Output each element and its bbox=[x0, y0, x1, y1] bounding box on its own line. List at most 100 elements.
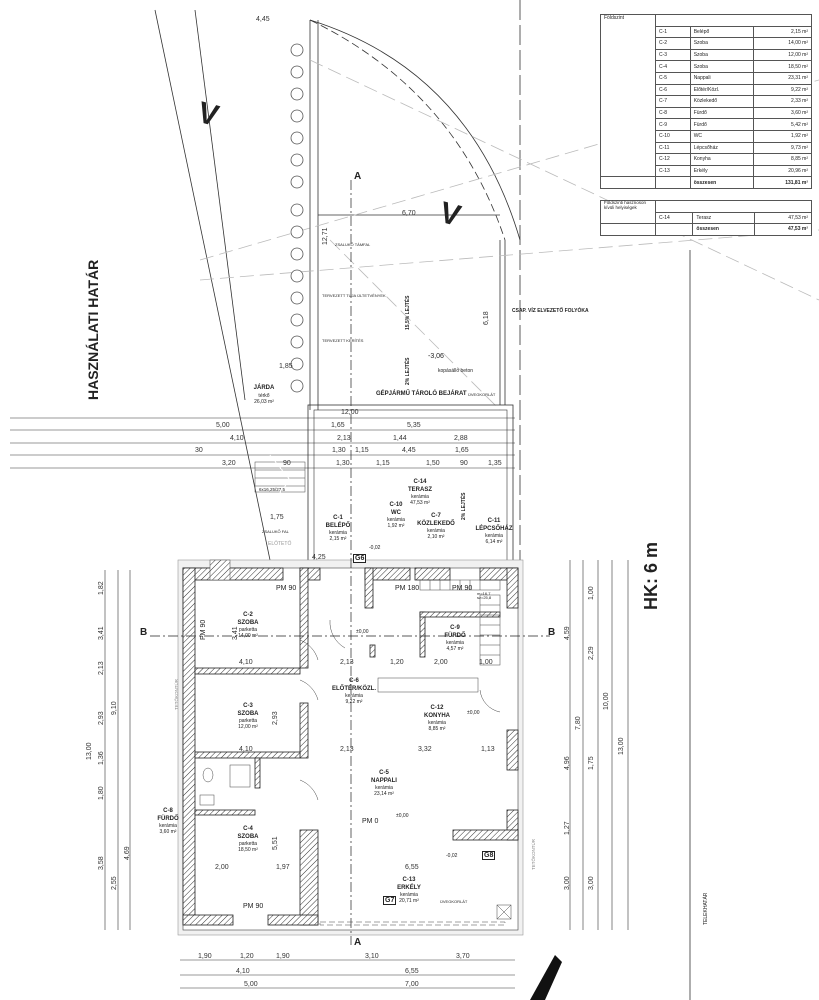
room-area: 3,60 m² bbox=[159, 829, 177, 836]
room-code: C-14 bbox=[654, 211, 694, 225]
dimension-text: 1,75 bbox=[270, 514, 284, 521]
total-value: 47,53 m² bbox=[754, 223, 812, 236]
dimension-text: 1,80 bbox=[98, 786, 105, 800]
canopy-label: ELŐTETŐ bbox=[268, 541, 292, 547]
dimension-text: 1,75 bbox=[588, 756, 595, 770]
room-name: Belépő bbox=[689, 25, 755, 39]
room-floor: kerámia bbox=[400, 892, 418, 898]
dimension-text: 1,85 bbox=[279, 363, 293, 370]
stairs-label: 6x16,25/27,5 bbox=[259, 487, 286, 492]
room-code: C-4 bbox=[655, 60, 691, 73]
plants-label: TERVEZETT TUJA ÜLTETVÉNYEK bbox=[322, 293, 386, 298]
dimension-text: 90 bbox=[283, 460, 291, 467]
dimension-text: 13,00 bbox=[86, 742, 93, 760]
dimension-text: 2,00 bbox=[215, 864, 229, 871]
room-name: WC bbox=[390, 509, 401, 516]
room-code: C-11 bbox=[655, 141, 691, 155]
dimension-text: 3,00 bbox=[564, 876, 571, 890]
dimension-text: 3,58 bbox=[98, 856, 105, 870]
room-name: WC bbox=[689, 129, 755, 143]
dimension-text: 2,93 bbox=[272, 711, 279, 725]
room-code: C-12 bbox=[655, 153, 691, 166]
room-area: 12,00 m² bbox=[238, 724, 258, 731]
dimension-text: 3,41 bbox=[98, 626, 105, 640]
dimension-text: 1,35 bbox=[488, 460, 502, 467]
dimension-text: 2,88 bbox=[454, 435, 468, 442]
dimension-text: 3,32 bbox=[418, 746, 432, 753]
dimension-text: 2,55 bbox=[111, 876, 118, 890]
dimension-text: 90 bbox=[460, 460, 468, 467]
room-name: Szoba bbox=[689, 48, 755, 62]
dimension-text: 3,00 bbox=[588, 876, 595, 890]
level-zero: ±0,00 bbox=[467, 710, 480, 716]
room-code: C-13 bbox=[402, 877, 416, 883]
dimension-text: 2,13 bbox=[340, 746, 354, 753]
dimension-text: 4,45 bbox=[256, 16, 270, 23]
dimension-text: 1,20 bbox=[390, 659, 404, 666]
room-code: C-13 bbox=[655, 164, 691, 178]
slope-label: 2% LEJTÉS bbox=[461, 492, 467, 520]
room-code: C-9 bbox=[450, 625, 460, 631]
level-balcony: -0,02 bbox=[446, 853, 458, 859]
room-code: C-2 bbox=[655, 37, 691, 50]
section-marker-b-left: B bbox=[140, 627, 148, 638]
dimension-text: 1,90 bbox=[276, 953, 290, 960]
fence-label: TERVEZETT KERÍTÉS bbox=[322, 338, 364, 343]
dimension-text: 1,30 bbox=[336, 460, 350, 467]
dimension-text: 1,00 bbox=[588, 586, 595, 600]
room-name: Szoba bbox=[689, 37, 755, 50]
dimension-text: 1,13 bbox=[481, 746, 495, 753]
room-area: 2,10 m² bbox=[427, 534, 445, 541]
room-area: 6,14 m² bbox=[485, 539, 503, 546]
dimension-text: 2,13 bbox=[340, 659, 354, 666]
dimension-text: 4,96 bbox=[564, 756, 571, 770]
room-area: 3,60 m² bbox=[753, 106, 812, 120]
room-code: C-12 bbox=[430, 705, 444, 711]
room-area: 20,96 m² bbox=[753, 164, 812, 178]
room-floor: kerámia bbox=[428, 720, 446, 726]
room-name: LÉPCSŐHÁZ bbox=[475, 525, 513, 532]
room-code: C-2 bbox=[243, 612, 253, 618]
total-label: összesen bbox=[689, 176, 755, 189]
room-area: 1,92 m² bbox=[387, 523, 405, 530]
room-floor: parketta bbox=[238, 627, 258, 633]
room-name: FÜRDŐ bbox=[444, 632, 466, 639]
room-name: TERASZ bbox=[408, 486, 432, 493]
room-area: 18,50 m² bbox=[238, 847, 258, 854]
room-area: 26,03 m² bbox=[254, 398, 274, 405]
room-floor: parketta bbox=[238, 841, 258, 847]
dimension-text: 13,00 bbox=[618, 737, 625, 755]
dimension-text: 2,13 bbox=[98, 661, 105, 675]
dimension-text: 4,10 bbox=[230, 435, 244, 442]
dimension-text: 1,30 bbox=[332, 447, 346, 454]
room-name: BELÉPŐ bbox=[325, 522, 351, 529]
room-floor: kerámia bbox=[387, 517, 405, 523]
room-name: Szoba bbox=[689, 60, 755, 73]
room-area: 8,85 m² bbox=[753, 153, 812, 166]
low-wall-label: ZSALUKŐ FAL bbox=[262, 529, 289, 534]
dimension-text: 1,97 bbox=[276, 864, 290, 871]
dimension-text: 5,00 bbox=[244, 981, 258, 988]
dimension-text: 2,00 bbox=[434, 659, 448, 666]
total-label: összesen bbox=[692, 223, 756, 236]
dimension-text: 1,00 bbox=[479, 659, 493, 666]
room-name: Közlekedő bbox=[689, 95, 755, 108]
room-area: 1,92 m² bbox=[753, 129, 812, 143]
room-area: 12,00 m² bbox=[753, 48, 812, 62]
dimension-text: 10,00 bbox=[603, 692, 610, 710]
level-zero: ±0,00 bbox=[396, 813, 409, 819]
total-value: 131,81 m² bbox=[753, 176, 812, 189]
dimension-text: 12,71 bbox=[322, 227, 329, 245]
pm0-label: PM 0 bbox=[362, 818, 379, 825]
dimension-text: 1,65 bbox=[331, 422, 345, 429]
dimension-text: 1,27 bbox=[564, 821, 571, 835]
